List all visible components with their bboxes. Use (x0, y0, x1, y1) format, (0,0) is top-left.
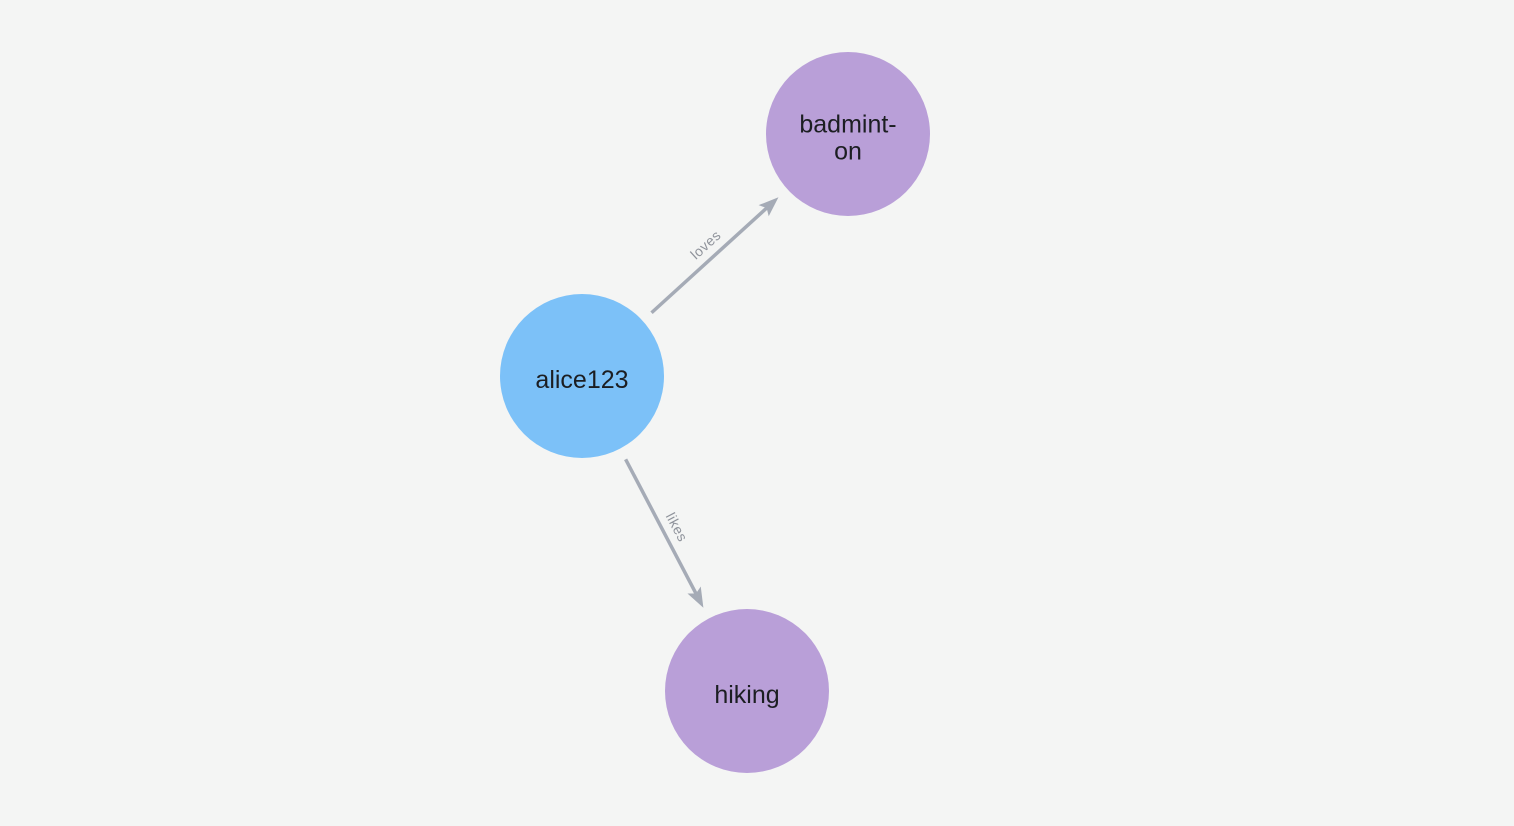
node-label: hiking (714, 681, 779, 709)
node-circle[interactable] (500, 294, 664, 458)
arrowhead-icon (758, 197, 779, 217)
node-badminton[interactable]: badmint-on (766, 52, 930, 216)
node-label-line: on (834, 138, 862, 166)
edge-loves[interactable]: loves (650, 197, 779, 315)
node-alice123[interactable]: alice123 (500, 294, 664, 458)
node-label-line: alice123 (535, 366, 628, 394)
node-label: badmint-on (799, 111, 896, 166)
node-label-line: badmint- (799, 111, 896, 139)
node-circle[interactable] (766, 52, 930, 216)
edge-line[interactable] (650, 203, 772, 315)
node-label: alice123 (535, 366, 628, 394)
edge-likes[interactable]: likes (624, 458, 704, 608)
edge-line[interactable] (624, 458, 700, 599)
arrowhead-icon (687, 586, 704, 608)
edge-label: loves (687, 227, 724, 263)
node-label-line: hiking (714, 681, 779, 709)
node-hiking[interactable]: hiking (665, 609, 829, 773)
node-circle[interactable] (665, 609, 829, 773)
